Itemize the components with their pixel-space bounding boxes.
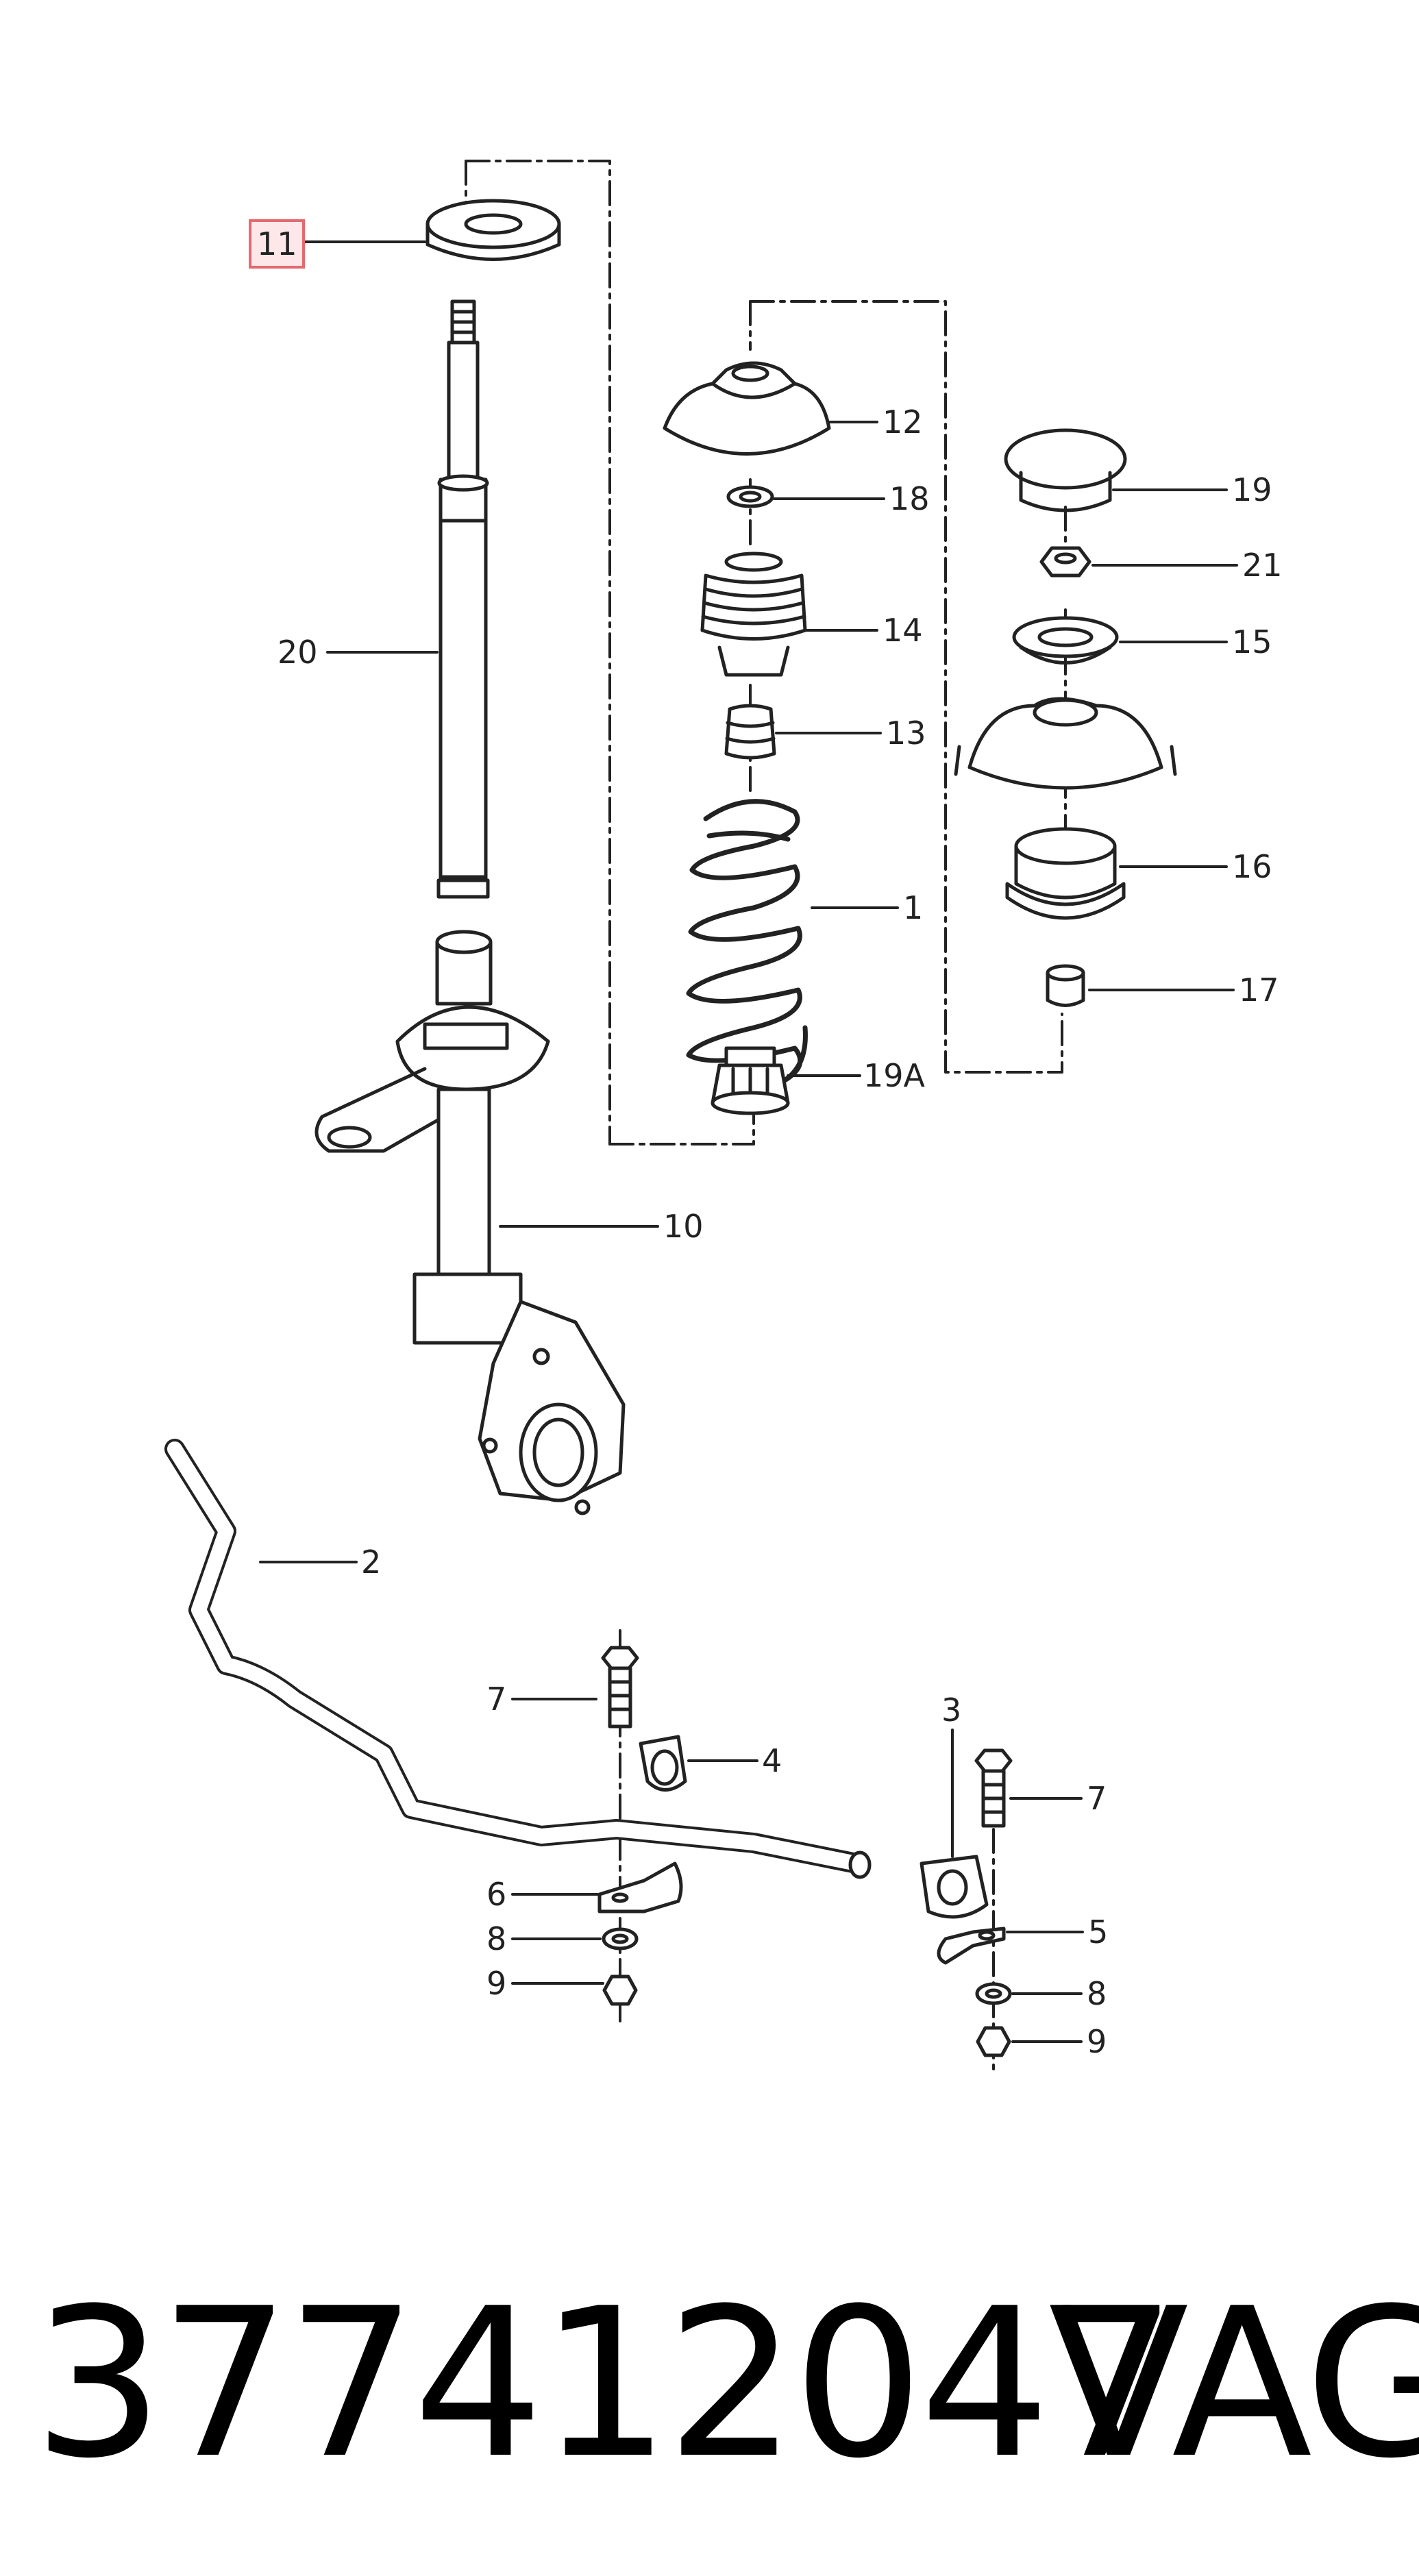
callout-4: 4 [762,1742,782,1779]
spring-cover-plate [954,697,1177,790]
highlight-box-11 [249,219,305,269]
callout-21: 21 [1242,547,1283,584]
callout-8-right: 8 [1087,1975,1107,2012]
callout-13: 13 [886,715,926,752]
callout-labels: 11 20 10 2 12 18 14 13 1 19A 19 21 15 16… [257,225,1283,2060]
stabilizer-bushing-left [639,1735,687,1792]
callout-5: 5 [1088,1914,1108,1950]
leader-lines [259,240,1238,2043]
lock-washer-left [602,1927,639,1950]
spring-upper-seat [1012,616,1119,665]
callout-8-left: 8 [486,1920,506,1957]
bolt-left [601,1646,639,1729]
dust-cap [1004,428,1127,512]
strut-top-mount [663,361,831,456]
callout-12: 12 [883,404,923,441]
callout-20: 20 [277,634,318,671]
stabilizer-bushing-right [920,1855,989,1919]
callout-11: 11 [257,225,297,262]
callout-1: 1 [903,889,923,926]
callout-7-left: 7 [486,1681,506,1718]
callout-18: 18 [889,480,930,517]
bump-stop [700,552,807,677]
shock-absorber [436,299,490,899]
brand-name: VAG [1048,2264,1419,2503]
mounting-bracket-right [937,1927,1006,1965]
callout-17: 17 [1239,971,1279,1008]
callout-6: 6 [486,1876,506,1913]
hex-nut-top [1039,546,1091,578]
strut-housing-knuckle [314,930,626,1515]
callout-9-left: 9 [486,1965,506,2002]
stabilizer-bar [164,1439,872,1879]
callout-10: 10 [663,1208,704,1245]
callout-7-right: 7 [1087,1780,1107,1817]
callout-2: 2 [361,1544,381,1581]
mounting-bracket-left [597,1861,683,1914]
callout-19: 19 [1232,471,1272,508]
coil-spring [686,799,808,1089]
callout-3: 3 [941,1692,961,1729]
part-number: 377412047 [33,2264,1177,2503]
rubber-bushing [1005,827,1126,920]
small-dust-boot [724,704,776,760]
hex-nut-left [602,1974,638,2006]
lock-washer-right [975,1982,1012,2005]
callout-14: 14 [883,612,923,649]
callout-15: 15 [1232,623,1272,660]
strut-bearing-ring [425,199,561,261]
callout-19a: 19A [863,1057,926,1094]
hex-nut-right [976,2026,1011,2057]
spacer-sleeve [1046,964,1085,1007]
callout-9-right: 9 [1087,2023,1107,2060]
small-washer [726,485,774,508]
bolt-right [974,1748,1013,1828]
callout-16: 16 [1232,848,1272,885]
spring-lower-seat [711,1046,790,1115]
